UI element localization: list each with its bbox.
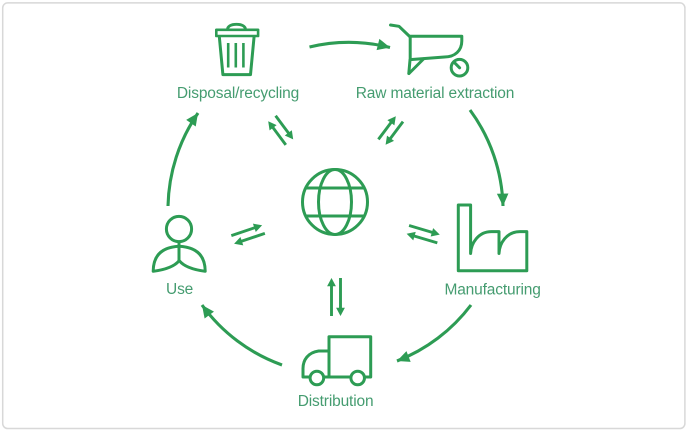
- svg-text:Manufacturing: Manufacturing: [444, 281, 540, 298]
- svg-text:Use: Use: [166, 281, 193, 298]
- svg-text:Raw material extraction: Raw material extraction: [356, 85, 515, 102]
- svg-text:Distribution: Distribution: [298, 393, 374, 410]
- svg-text:Disposal/recycling: Disposal/recycling: [177, 85, 299, 102]
